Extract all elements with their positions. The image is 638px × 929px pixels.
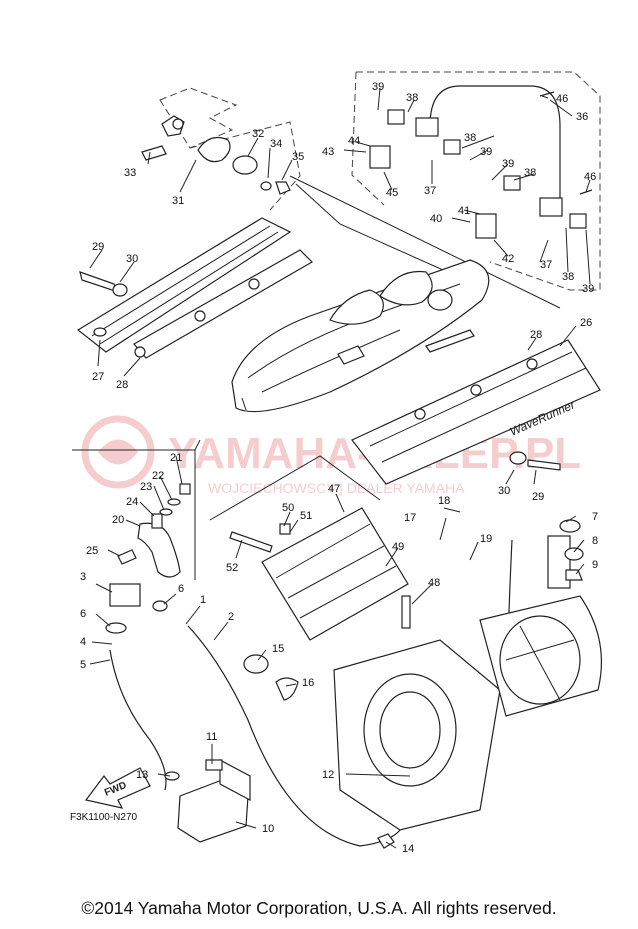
callout-43: 43: [322, 146, 334, 158]
callout-27: 27: [92, 371, 104, 383]
right-deck-rail: WaveRunner: [351, 339, 601, 485]
callout-labels: 1 2 3 4 5 6 6 7 8 9 10 11 12 13 14 15 16…: [80, 81, 598, 855]
callout-44: 44: [348, 135, 360, 147]
callout-37: 37: [540, 259, 552, 271]
callout-30: 30: [498, 485, 510, 497]
callout-49: 49: [392, 541, 404, 553]
left-deck-rail: [76, 217, 313, 359]
assembly-outlines: [72, 71, 601, 580]
callout-30: 30: [126, 253, 138, 265]
copyright-notice: ©2014 Yamaha Motor Corporation, U.S.A. A…: [81, 898, 557, 918]
callout-12: 12: [322, 769, 334, 781]
callout-39: 39: [480, 146, 492, 158]
callout-3: 3: [80, 571, 86, 583]
leader-lines: [89, 87, 591, 849]
callout-31: 31: [172, 195, 184, 207]
callout-38: 38: [562, 271, 574, 283]
callout-1: 1: [200, 594, 206, 606]
fitting-cluster-left: [117, 483, 191, 578]
callout-38: 38: [406, 92, 418, 104]
callout-22: 22: [152, 470, 164, 482]
callout-6: 6: [178, 583, 184, 595]
callout-39: 39: [582, 283, 594, 295]
callout-25: 25: [86, 545, 98, 557]
callout-26: 26: [580, 317, 592, 329]
callout-13: 13: [136, 769, 148, 781]
callout-7: 7: [592, 511, 598, 523]
callout-42: 42: [502, 253, 514, 265]
callout-5: 5: [80, 659, 86, 671]
callout-38: 38: [524, 167, 536, 179]
callout-51: 51: [300, 510, 312, 522]
callout-50: 50: [282, 502, 294, 514]
callout-28: 28: [530, 329, 542, 341]
watermark-logo-mark-icon: [98, 439, 138, 465]
callout-33: 33: [124, 167, 136, 179]
handle-bar-assembly: [369, 85, 593, 239]
callout-46: 46: [584, 171, 596, 183]
jet-pump-housing: [243, 519, 603, 849]
callout-52: 52: [226, 562, 238, 574]
callout-11: 11: [206, 731, 217, 743]
callout-36: 36: [576, 111, 588, 123]
callout-20: 20: [112, 514, 124, 526]
callout-4: 4: [80, 636, 86, 648]
callout-21: 21: [170, 452, 182, 464]
watermark-logo-icon: [81, 415, 155, 489]
callout-45: 45: [386, 187, 398, 199]
callout-41: 41: [458, 205, 470, 217]
fastener-cluster-top-left: [141, 115, 291, 195]
watercraft-hull: [231, 259, 490, 413]
callout-37: 37: [424, 185, 436, 197]
callout-15: 15: [272, 643, 284, 655]
callout-6: 6: [80, 608, 86, 620]
callout-29: 29: [92, 241, 104, 253]
callout-10: 10: [262, 823, 274, 835]
callout-23: 23: [140, 481, 152, 493]
fwd-arrow: FWD: [84, 767, 151, 809]
callout-24: 24: [126, 496, 138, 508]
callout-19: 19: [480, 533, 492, 545]
callout-39: 39: [372, 81, 384, 93]
diagram-code: F3K1100-N270: [70, 812, 138, 823]
callout-8: 8: [592, 535, 598, 547]
callout-18: 18: [438, 495, 450, 507]
callout-28: 28: [116, 379, 128, 391]
callout-32: 32: [252, 128, 264, 140]
callout-46: 46: [556, 93, 568, 105]
callout-38: 38: [464, 132, 476, 144]
intake-grate: [229, 507, 411, 641]
callout-48: 48: [428, 577, 440, 589]
callout-47: 47: [328, 483, 340, 495]
callout-14: 14: [402, 843, 414, 855]
electrical-box: [164, 759, 251, 843]
callout-9: 9: [592, 559, 598, 571]
callout-29: 29: [532, 491, 544, 503]
callout-35: 35: [292, 151, 304, 163]
callout-17: 17: [404, 512, 416, 524]
callout-34: 34: [270, 138, 282, 150]
callout-39: 39: [502, 158, 514, 170]
callout-16: 16: [302, 677, 314, 689]
callout-40: 40: [430, 213, 442, 225]
callout-2: 2: [228, 611, 234, 623]
